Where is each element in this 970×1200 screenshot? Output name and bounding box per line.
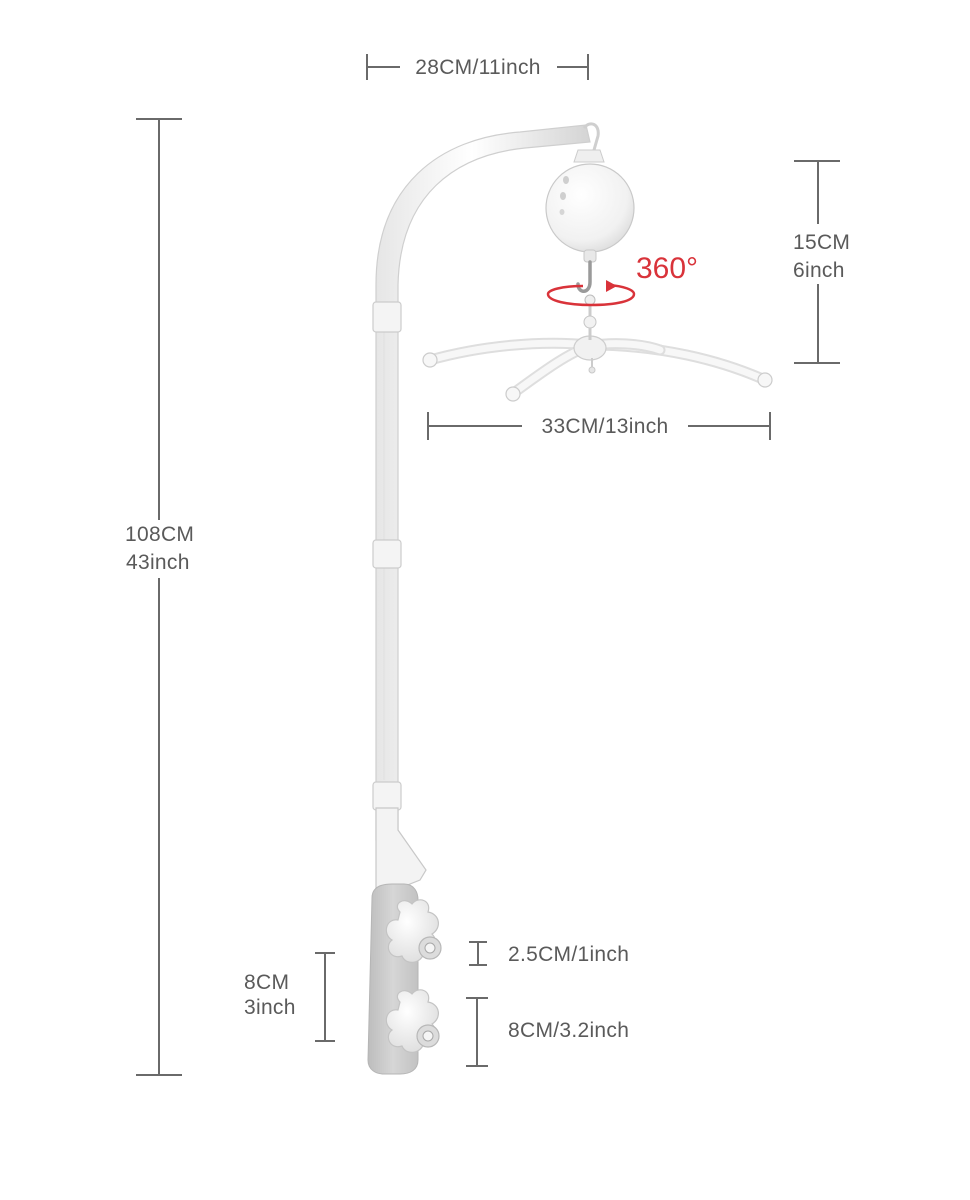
swivel-hook	[576, 260, 597, 329]
mobile-arm-product: 360°	[367, 122, 773, 1075]
rotation-label: 360°	[636, 252, 698, 285]
pole-joint	[372, 539, 402, 569]
drop-height-in-label: 6inch	[793, 259, 845, 282]
pole-joint	[372, 301, 402, 333]
mobile-cross-arms	[422, 328, 773, 402]
clamp-height-in-label: 3inch	[244, 996, 296, 1019]
clamp-gap-label: 2.5CM/1inch	[508, 943, 629, 966]
dimension-arm-span: 33CM/13inch	[427, 412, 771, 440]
music-box	[545, 149, 635, 263]
drop-height-cm-label: 15CM	[793, 231, 850, 254]
total-height-cm-label: 108CM	[125, 523, 194, 546]
dimension-clamp-height: 8CM 3inch	[244, 952, 335, 1042]
dimension-total-height: 108CM 43inch	[125, 118, 194, 1076]
dimension-clamp-range: 8CM/3.2inch	[466, 997, 629, 1067]
clamp-knob-lower	[385, 989, 440, 1053]
pole-joint	[372, 781, 402, 811]
crib-pole	[375, 124, 591, 841]
top-width-label: 28CM/11inch	[415, 56, 540, 79]
clamp-height-cm-label: 8CM	[244, 971, 289, 994]
dimension-clamp-gap: 2.5CM/1inch	[469, 941, 629, 966]
total-height-in-label: 43inch	[126, 551, 190, 574]
clamp-range-label: 8CM/3.2inch	[508, 1019, 629, 1042]
rotation-360-indicator	[546, 280, 636, 307]
dimension-drop-height: 15CM 6inch	[793, 160, 850, 364]
hanger-loop	[582, 122, 600, 151]
arm-span-label: 33CM/13inch	[541, 415, 668, 438]
dimension-top-width: 28CM/11inch	[366, 54, 589, 80]
clamp-knob-upper	[385, 899, 442, 963]
